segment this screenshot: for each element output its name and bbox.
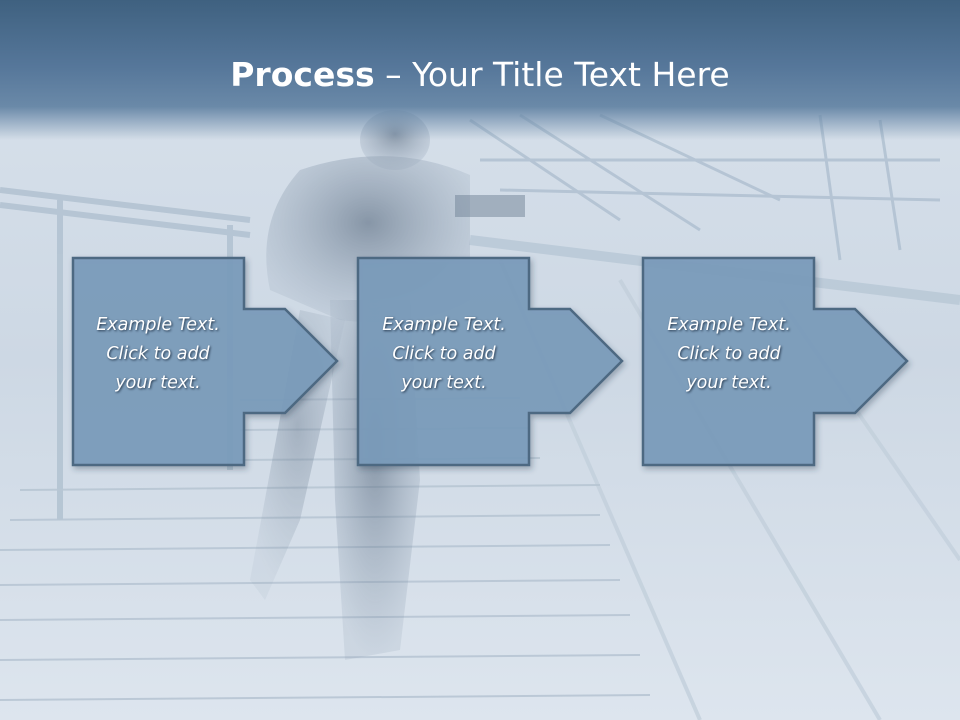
- process-step-1[interactable]: [71, 256, 339, 467]
- step-3-line-1: Example Text.: [667, 315, 791, 335]
- step-2-text[interactable]: Example Text. Click to add your text.: [358, 311, 530, 398]
- slide-title[interactable]: Process – Your Title Text Here: [0, 52, 960, 98]
- step-3-line-2: Click to add: [677, 344, 781, 364]
- title-bar: [0, 0, 960, 140]
- step-3-text[interactable]: Example Text. Click to add your text.: [643, 311, 815, 398]
- step-1-line-2: Click to add: [106, 344, 210, 364]
- step-2-line-1: Example Text.: [382, 315, 506, 335]
- title-bold: Process: [230, 55, 375, 94]
- process-step-3[interactable]: [641, 256, 909, 467]
- step-2-line-2: Click to add: [392, 344, 496, 364]
- step-3-line-3: your text.: [686, 373, 772, 393]
- step-2-line-3: your text.: [401, 373, 487, 393]
- step-1-text[interactable]: Example Text. Click to add your text.: [72, 311, 244, 398]
- process-step-2[interactable]: [356, 256, 624, 467]
- step-1-line-3: your text.: [115, 373, 201, 393]
- step-1-line-1: Example Text.: [96, 315, 220, 335]
- title-rest: – Your Title Text Here: [374, 55, 730, 94]
